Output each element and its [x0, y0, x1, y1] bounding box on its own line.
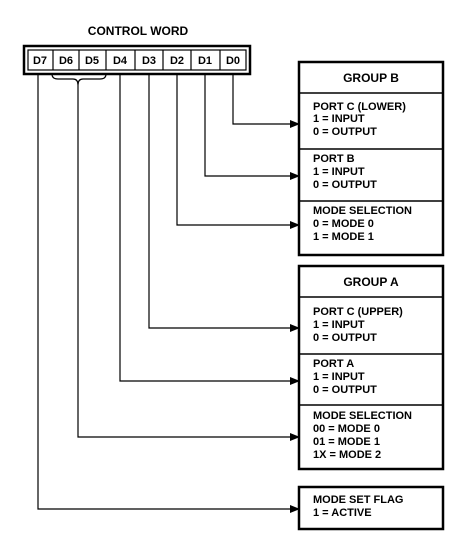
port-c-lower-title: PORT C (LOWER)	[313, 101, 406, 113]
bit-d6: D6	[59, 55, 73, 67]
group-a-mode-0: 00 = MODE 0	[313, 423, 380, 435]
group-a-mode-title: MODE SELECTION	[313, 410, 412, 422]
connector-d1-port-b	[204, 74, 300, 180]
bit-d5: D5	[85, 55, 99, 67]
bit-d0: D0	[226, 55, 240, 67]
port-b-title: PORT B	[313, 153, 355, 165]
control-word-register: D7 D6 D5 D4 D3 D2 D1 D0	[22, 44, 252, 76]
port-c-lower-box: PORT C (LOWER) 1 = INPUT 0 = OUTPUT	[313, 101, 406, 138]
port-a-input: 1 = INPUT	[313, 371, 365, 383]
mode-set-flag-box: MODE SET FLAG 1 = ACTIVE	[297, 485, 445, 531]
port-c-upper-box: PORT C (UPPER) 1 = INPUT 0 = OUTPUT	[313, 306, 403, 344]
port-b-output: 0 = OUTPUT	[313, 179, 377, 191]
group-b-mode-title: MODE SELECTION	[313, 205, 412, 217]
connector-d7-mode-set-flag	[37, 74, 300, 513]
group-b-mode-box: MODE SELECTION 0 = MODE 0 1 = MODE 1	[313, 205, 412, 243]
d6-d5-brace	[51, 73, 107, 86]
group-b-mode-0: 0 = MODE 0	[313, 218, 374, 230]
connector-d0-port-c-lower	[232, 74, 300, 128]
control-word-title: CONTROL WORD	[88, 24, 189, 38]
port-c-upper-output: 0 = OUTPUT	[313, 332, 377, 344]
bit-d2: D2	[170, 55, 184, 67]
connector-d3-port-c-upper	[148, 74, 300, 332]
bit-d3: D3	[142, 55, 156, 67]
mode-set-flag-title: MODE SET FLAG	[313, 494, 403, 506]
connector-d4-port-a	[119, 74, 300, 385]
port-c-upper-input: 1 = INPUT	[313, 319, 365, 331]
group-b-mode-1: 1 = MODE 1	[313, 231, 374, 243]
port-c-lower-input: 1 = INPUT	[313, 113, 365, 125]
group-a-mode-1: 01 = MODE 1	[313, 436, 380, 448]
port-b-input: 1 = INPUT	[313, 166, 365, 178]
port-b-box: PORT B 1 = INPUT 0 = OUTPUT	[313, 153, 377, 191]
group-b-panel: GROUP B PORT C (LOWER) 1 = INPUT 0 = OUT…	[297, 60, 445, 257]
group-a-panel: GROUP A PORT C (UPPER) 1 = INPUT 0 = OUT…	[297, 264, 445, 471]
group-a-mode-2: 1X = MODE 2	[313, 449, 381, 461]
bit-d7: D7	[33, 55, 47, 67]
port-a-title: PORT A	[313, 358, 354, 370]
group-b-header: GROUP B	[343, 71, 399, 85]
port-c-lower-output: 0 = OUTPUT	[313, 126, 377, 138]
group-a-header: GROUP A	[343, 275, 399, 289]
port-a-output: 0 = OUTPUT	[313, 384, 377, 396]
port-a-box: PORT A 1 = INPUT 0 = OUTPUT	[313, 358, 377, 396]
connector-d6-d5-group-a-mode	[77, 85, 300, 441]
group-a-mode-box: MODE SELECTION 00 = MODE 0 01 = MODE 1 1…	[313, 410, 412, 461]
port-c-upper-title: PORT C (UPPER)	[313, 306, 403, 318]
mode-set-flag-active: 1 = ACTIVE	[313, 507, 372, 519]
connector-d2-group-b-mode	[176, 74, 300, 229]
bit-d4: D4	[113, 55, 128, 67]
bit-d1: D1	[198, 55, 212, 67]
